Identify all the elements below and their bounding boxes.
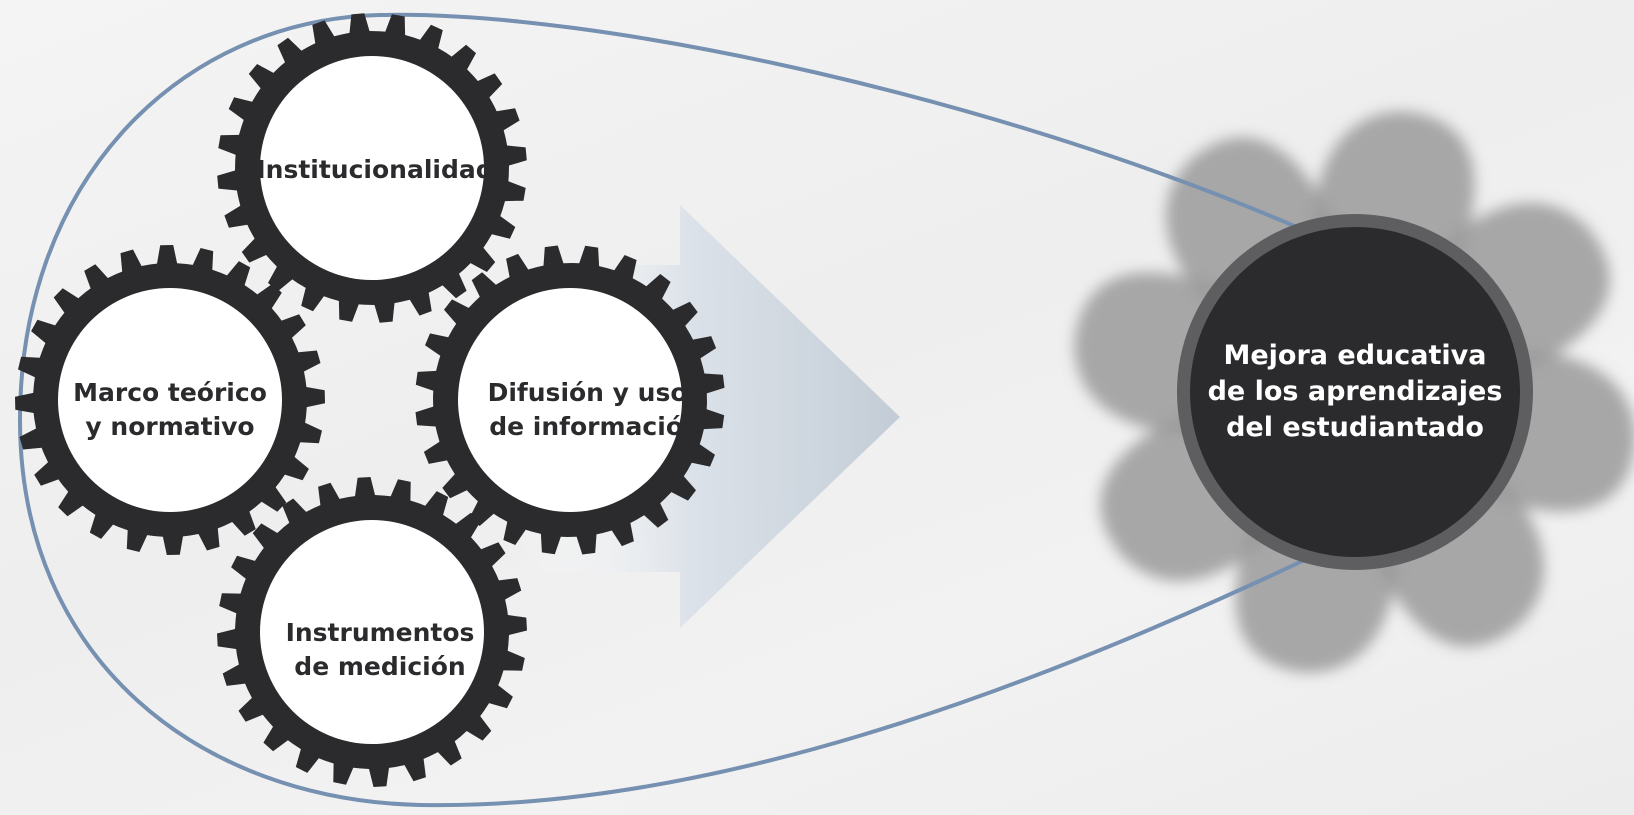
gear-face — [260, 56, 484, 280]
gear-label-instrumentos: Instrumentos de medición — [220, 595, 540, 705]
gear-marco — [15, 245, 325, 555]
gear-label-difusion: Difusión y usos de información — [430, 355, 760, 465]
gear-label-marco-line-1: Marco teórico — [73, 378, 267, 407]
fan-blade — [1165, 137, 1335, 310]
gear-label-institucionalidad: Institucionalidad — [220, 110, 530, 230]
gear-label-marco: Marco teórico y normativo — [10, 355, 330, 465]
fan-blade — [1437, 202, 1610, 372]
gear-label-difusion-line-2: de información — [489, 412, 701, 441]
gear-label-instrumentos-line-2: de medición — [294, 652, 466, 681]
hub-label-line-1: Mejora educativa — [1223, 340, 1487, 371]
gear-face — [458, 288, 682, 512]
fan-blade — [1375, 474, 1545, 647]
gear-label-marco-line-2: y normativo — [85, 412, 255, 441]
fan-blade — [1100, 412, 1273, 582]
gear-face — [260, 520, 484, 744]
gear-institucionalidad — [217, 13, 527, 323]
gear-face — [58, 288, 282, 512]
gear-label-instrumentos-line-1: Instrumentos — [285, 618, 475, 647]
gear-difusion — [415, 245, 725, 555]
gear-label-institucionalidad-line-1: Institucionalidad — [256, 155, 494, 184]
hub-label: Mejora educativa de los aprendizajes del… — [1185, 322, 1525, 462]
hub-label-line-3: del estudiantado — [1226, 412, 1484, 443]
hub-label-line-2: de los aprendizajes — [1207, 376, 1503, 407]
hub-circle — [1190, 227, 1520, 557]
gear-label-difusion-line-1: Difusión y usos — [487, 378, 703, 407]
connector-loop — [17, 12, 1316, 808]
gear-instrumentos — [217, 477, 527, 787]
